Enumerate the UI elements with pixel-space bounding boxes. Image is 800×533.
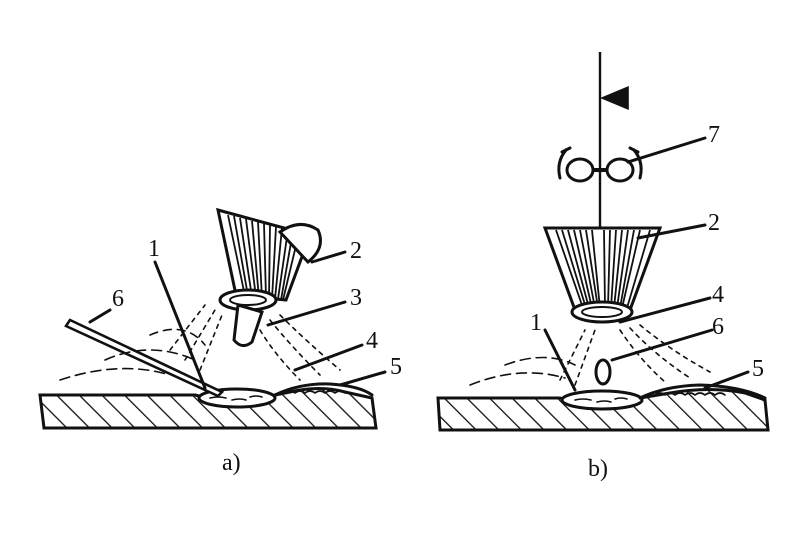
label-b-5: 5 — [752, 356, 764, 382]
torch-nozzle-a — [216, 207, 322, 312]
shielding-gas-b — [469, 324, 711, 386]
leader-lines-b — [543, 136, 750, 392]
label-a-6: 6 — [112, 286, 124, 312]
droplet-b — [594, 358, 612, 386]
label-b-4: 4 — [712, 282, 724, 308]
leader-lines-a — [88, 250, 387, 390]
torch-nozzle-b — [542, 226, 663, 324]
panel-b: 1 2 4 5 6 7 b) — [436, 52, 770, 482]
panel-a: 1 2 3 4 5 6 a) — [38, 207, 402, 476]
weld-pool-b — [560, 389, 644, 411]
weld-bead-b — [638, 383, 767, 400]
label-b-1: 1 — [530, 310, 542, 336]
electrode-a — [232, 303, 264, 347]
label-b-6: 6 — [712, 314, 724, 340]
label-b-7: 7 — [708, 122, 720, 148]
caption-b: b) — [588, 456, 608, 482]
label-a-2: 2 — [350, 238, 362, 264]
label-a-5: 5 — [390, 354, 402, 380]
label-b-2: 2 — [708, 210, 720, 236]
label-a-1: 1 — [148, 236, 160, 262]
label-a-3: 3 — [350, 285, 362, 311]
caption-a: a) — [222, 450, 241, 476]
focusing-optics-b — [557, 146, 643, 183]
weld-bead-a — [273, 382, 374, 397]
filler-rod-a — [64, 318, 225, 398]
label-a-4: 4 — [366, 328, 378, 354]
